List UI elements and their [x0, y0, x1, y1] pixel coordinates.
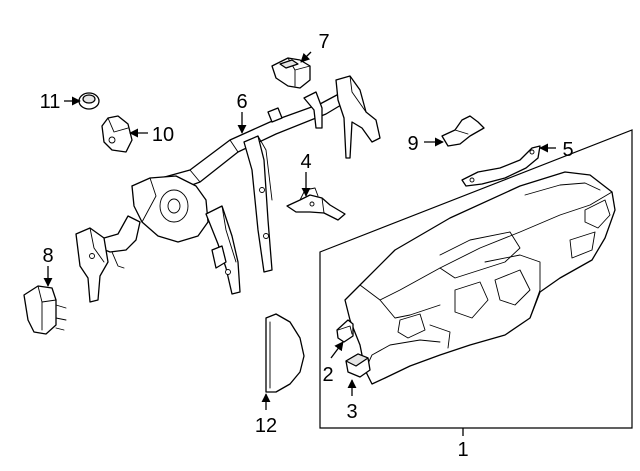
part-7-bracket — [271, 57, 311, 89]
leader-arrows — [43, 51, 556, 410]
callout-7: 7 — [318, 31, 329, 53]
callout-10: 10 — [152, 124, 174, 146]
callout-8: 8 — [42, 245, 53, 267]
callout-3: 3 — [346, 401, 357, 423]
part-10-bracket — [101, 115, 133, 153]
callout-12: 12 — [255, 415, 277, 437]
part-4-bracket — [286, 187, 346, 221]
part-2-clip — [336, 319, 354, 343]
part-12-panel — [265, 313, 305, 393]
callout-4: 4 — [300, 151, 311, 173]
callout-9: 9 — [407, 133, 418, 155]
dashboard-group-box — [319, 129, 633, 436]
part-9-bracket — [441, 115, 485, 147]
callout-5: 5 — [562, 139, 573, 161]
part-5-bracket — [461, 145, 541, 187]
part-3-cap — [345, 353, 371, 378]
callout-6: 6 — [236, 91, 247, 113]
callout-1: 1 — [457, 439, 468, 461]
part-11-grommet — [78, 92, 100, 110]
leader-7 — [300, 51, 312, 63]
dashboard-panel — [344, 171, 616, 385]
callout-2: 2 — [322, 364, 333, 386]
part-8-bracket — [23, 285, 67, 335]
part-6-reinforcement-beam — [75, 75, 381, 303]
callout-11: 11 — [40, 91, 61, 113]
callout-labels: 1 2 3 4 5 6 7 8 9 10 11 12 — [40, 31, 574, 461]
leader-2 — [330, 341, 344, 359]
